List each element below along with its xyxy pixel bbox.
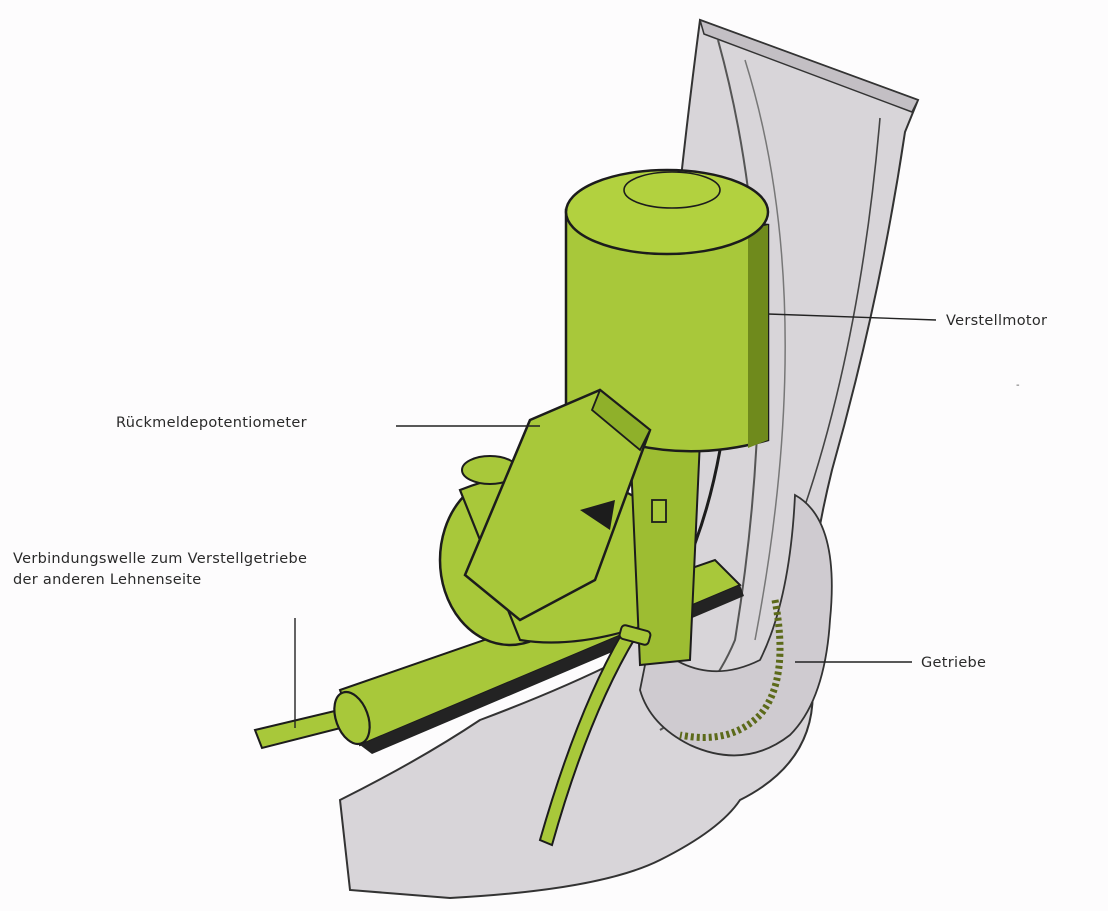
stray-mark: - [1016, 376, 1020, 395]
label-motor: Verstellmotor [946, 312, 1047, 331]
label-shaft-line2: der anderen Lehnenseite [13, 571, 202, 590]
label-gearbox: Getriebe [921, 654, 986, 673]
label-potentiometer: Rückmeldepotentiometer [116, 414, 307, 433]
mount-clip [652, 500, 666, 522]
label-shaft-line1: Verbindungswelle zum Verstellgetriebe [13, 550, 307, 569]
